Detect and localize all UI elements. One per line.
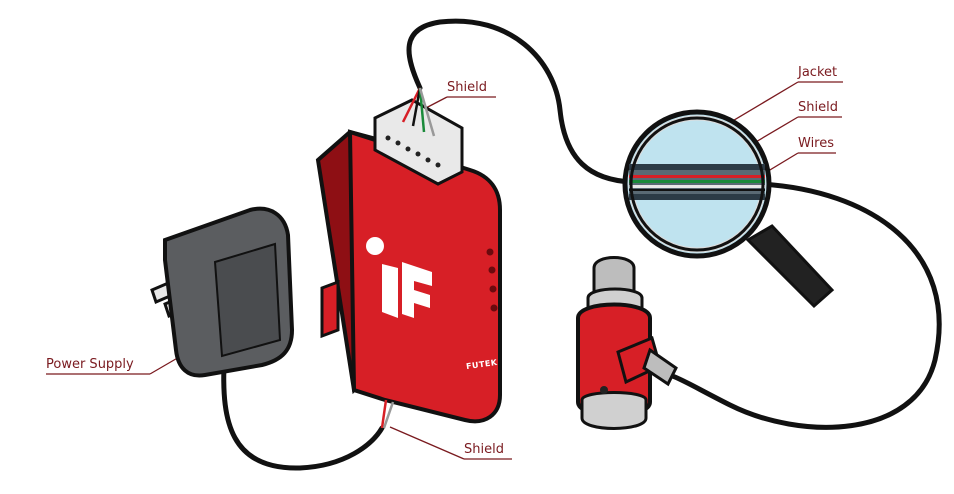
cross-wire-black [629, 189, 765, 191]
connector-pins [385, 135, 441, 168]
connector-wires [401, 87, 436, 137]
bottom-wires [380, 399, 395, 429]
label-shield-top: Shield [447, 80, 487, 95]
cable-top-to-lens [406, 18, 635, 185]
module-leds [486, 248, 498, 312]
label-shield-bottom: Shield [464, 442, 504, 457]
magnifier [622, 109, 835, 309]
module-connector [373, 98, 464, 186]
label-wires: Wires [798, 136, 835, 151]
magnifier-outline [629, 116, 765, 252]
cables [221, 18, 942, 471]
sensor-cable-gland [642, 347, 678, 387]
label-shield-right: Shield [798, 100, 838, 115]
module-logo [366, 237, 432, 318]
cross-wire-red [629, 175, 765, 178]
cable-lens-to-sensor [669, 181, 942, 430]
cross-wire-white [629, 185, 765, 188]
sensor-bottom-flange [580, 391, 648, 430]
power-adapter [150, 206, 295, 378]
label-power-supply: Power Supply [46, 357, 134, 372]
label-jacket: Jacket [798, 65, 838, 80]
cross-wire-green [629, 180, 765, 183]
magnifier-handle [745, 224, 835, 309]
load-cell-sensor [576, 256, 678, 430]
sensor-screw [600, 386, 608, 394]
module-clip [320, 279, 340, 339]
cable-cross-section [629, 164, 765, 200]
cable-power [221, 362, 385, 471]
signal-module [315, 87, 502, 429]
adapter-face [213, 242, 282, 358]
leader-shield-bottom-d [389, 426, 465, 460]
